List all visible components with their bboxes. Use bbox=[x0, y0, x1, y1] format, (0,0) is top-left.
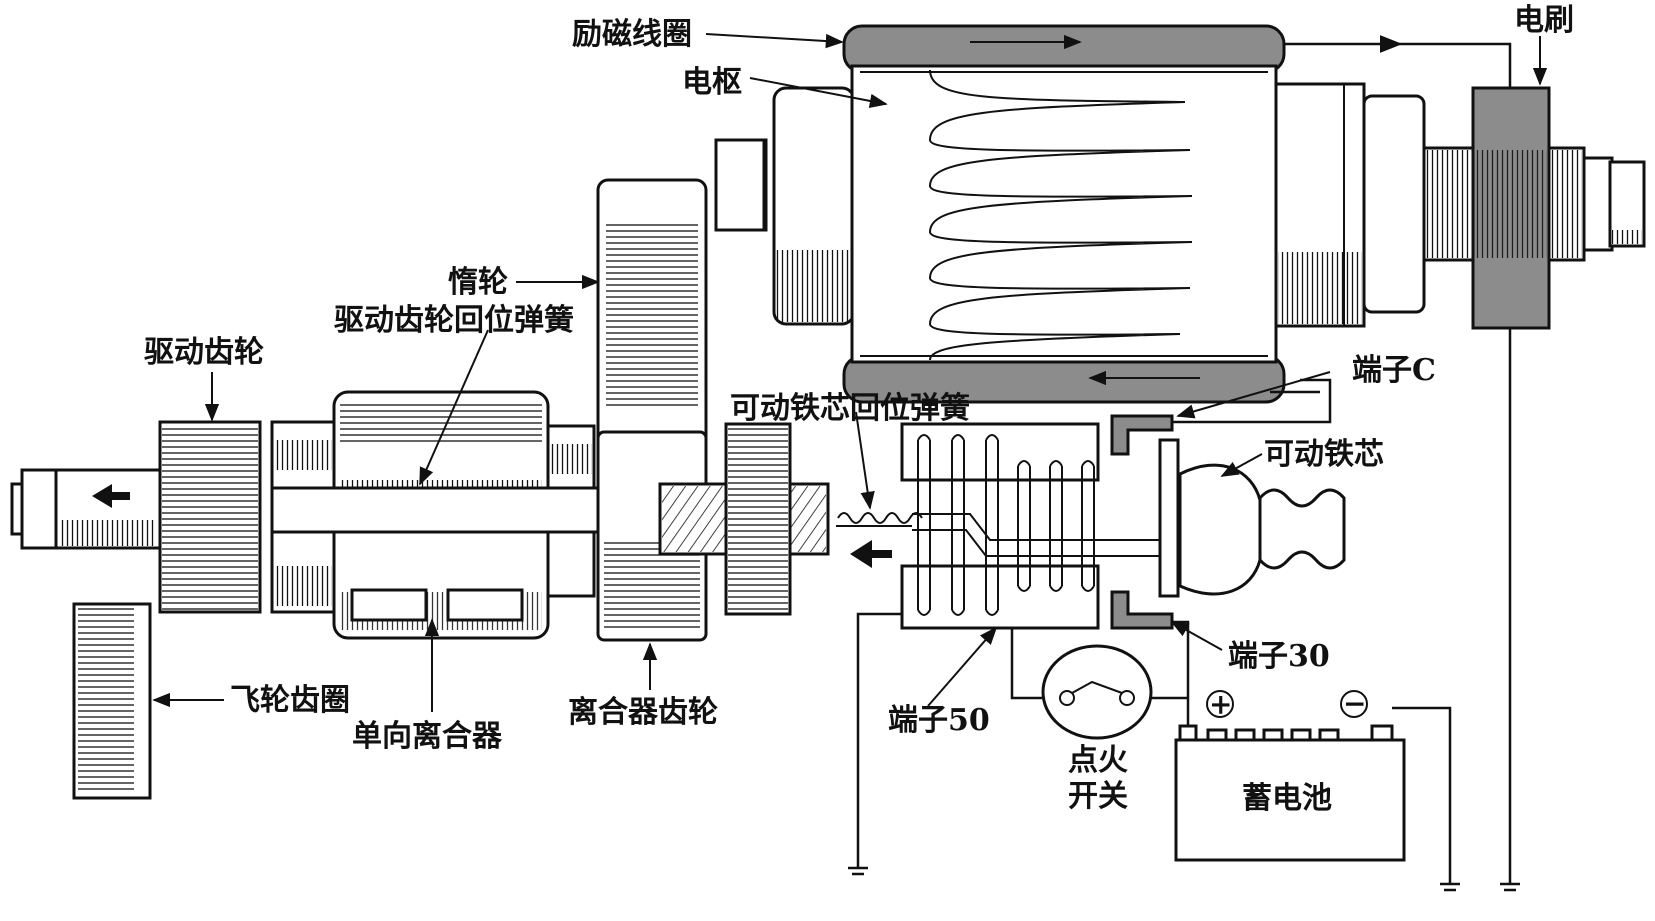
label-ignition-switch-line2: 开关 bbox=[1068, 779, 1128, 814]
label-battery: 蓄电池 bbox=[1242, 781, 1332, 816]
ground-icon bbox=[848, 866, 868, 876]
motor-assembly bbox=[718, 24, 1646, 404]
label-field-coil: 励磁线圈 bbox=[572, 17, 692, 52]
terminal-30 bbox=[1110, 590, 1174, 630]
armature-body bbox=[850, 64, 1278, 364]
solenoid bbox=[836, 414, 1346, 630]
label-terminal-50: 端子50 bbox=[888, 703, 990, 738]
label-drive-gear-return-spring: 驱动齿轮回位弹簧 bbox=[334, 303, 574, 338]
label-drive-gear: 驱动齿轮 bbox=[144, 335, 264, 370]
label-terminal-c: 端子C bbox=[1352, 353, 1436, 388]
left-arrow-icon bbox=[850, 540, 892, 568]
ground-icon bbox=[1500, 882, 1520, 892]
terminal-c bbox=[1110, 414, 1174, 456]
label-one-way-clutch: 单向离合器 bbox=[352, 719, 503, 754]
battery-negative-symbol: − bbox=[1343, 687, 1366, 720]
wiring bbox=[856, 35, 1512, 884]
label-ignition-switch-line1: 点火 bbox=[1068, 743, 1128, 778]
battery-positive-symbol: + bbox=[1209, 688, 1232, 721]
plunger-return-spring bbox=[837, 512, 923, 524]
label-brush: 电刷 bbox=[1514, 3, 1574, 38]
drive-gear-assembly bbox=[10, 390, 892, 642]
solenoid-coil bbox=[917, 434, 1095, 616]
label-plunger: 可动铁芯 bbox=[1264, 437, 1384, 472]
label-plunger-return-spring: 可动铁芯回位弹簧 bbox=[730, 391, 970, 426]
leader-lines bbox=[152, 33, 1548, 712]
left-arrow-icon bbox=[92, 484, 130, 508]
label-armature: 电枢 bbox=[682, 65, 742, 100]
plunger bbox=[1178, 463, 1262, 596]
label-flywheel-ring-gear: 飞轮齿圈 bbox=[230, 683, 350, 718]
armature-winding bbox=[929, 69, 1193, 361]
flywheel-ring-gear bbox=[72, 602, 152, 800]
ignition-switch bbox=[1041, 644, 1153, 740]
label-idler-gear: 惰轮 bbox=[448, 265, 508, 300]
label-clutch-gear: 离合器齿轮 bbox=[568, 695, 718, 730]
ground-icon bbox=[1440, 882, 1460, 892]
battery: + − bbox=[1174, 687, 1406, 862]
label-terminal-30: 端子30 bbox=[1228, 639, 1330, 674]
